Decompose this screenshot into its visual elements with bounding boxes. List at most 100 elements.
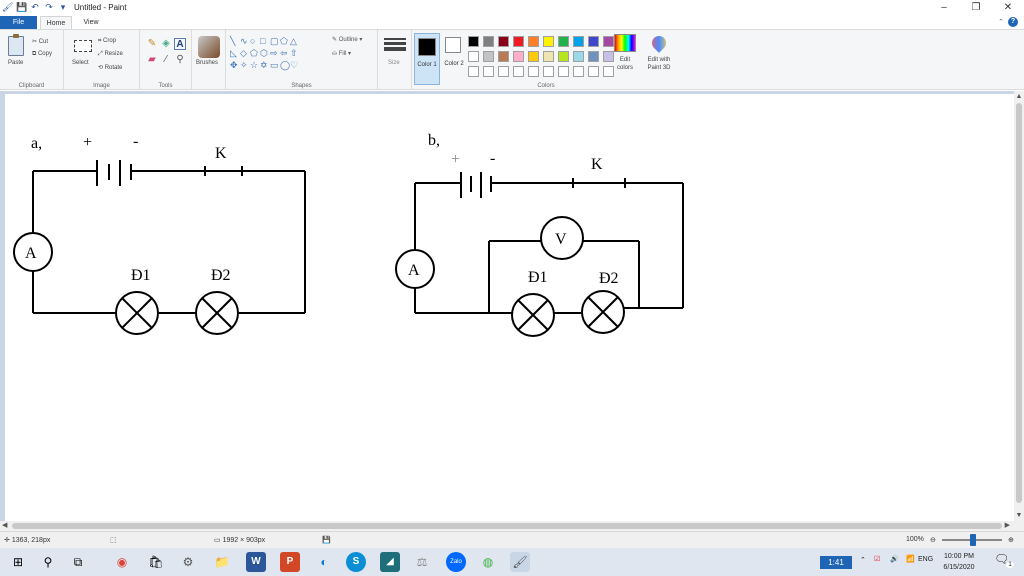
palette-swatch[interactable] (513, 36, 524, 47)
hexagon-shape-icon[interactable]: ⬡ (260, 48, 268, 58)
horizontal-scrollbar[interactable]: ◀ ▶ (0, 521, 1024, 531)
shapes-gallery[interactable]: ╲ ∿ ○ □ ▢ ⬠ △ ◺ ◇ ⬠ ⬡ ⇨ ⇦ ⇧ ✥ ✧ ☆ ✡ ▭ ◯ … (228, 34, 324, 70)
line-shape-icon[interactable]: ╲ (230, 36, 236, 46)
palette-swatch[interactable] (513, 51, 524, 62)
scroll-left-icon[interactable]: ◀ (2, 522, 8, 529)
select-icon[interactable] (74, 40, 92, 52)
copy-button[interactable]: ⧉ Copy (32, 51, 52, 58)
task-view-icon[interactable]: ⧉ (73, 555, 83, 569)
help-icon[interactable]: ? (1008, 17, 1018, 27)
palette-swatch[interactable] (528, 66, 539, 77)
palette-swatch[interactable] (468, 51, 479, 62)
clock[interactable]: 10:00 PM 6/15/2020 (934, 551, 984, 573)
antivirus-icon[interactable]: ☑ (874, 556, 881, 563)
callout-oval-shape-icon[interactable]: ◯ (280, 60, 291, 70)
palette-swatch[interactable] (543, 66, 554, 77)
tab-view[interactable]: View (83, 19, 99, 26)
paint3d-icon[interactable] (649, 33, 669, 53)
palette-swatch[interactable] (483, 66, 494, 77)
rectangle-shape-icon[interactable]: □ (260, 36, 266, 46)
palette-swatch[interactable] (558, 36, 569, 47)
scroll-right-icon[interactable]: ▶ (1004, 522, 1010, 529)
collapse-ribbon-icon[interactable]: ⌃ (998, 19, 1004, 26)
eraser-icon[interactable]: ▰ (148, 54, 156, 65)
scroll-down-icon[interactable]: ▼ (1015, 512, 1023, 519)
palette-swatch[interactable] (498, 51, 509, 62)
palette-swatch[interactable] (528, 36, 539, 47)
triangle-shape-icon[interactable]: △ (290, 36, 297, 46)
rounded-rect-shape-icon[interactable]: ▢ (270, 36, 279, 46)
palette-swatch[interactable] (603, 36, 614, 47)
palette-swatch[interactable] (498, 66, 509, 77)
size-button[interactable]: Size (388, 60, 400, 66)
pentagon-shape-icon[interactable]: ⬠ (250, 48, 258, 58)
edit-colors-icon[interactable] (614, 34, 636, 52)
palette-swatch[interactable] (558, 66, 569, 77)
time-badge[interactable]: 1:41 (820, 556, 852, 569)
palette-swatch[interactable] (483, 51, 494, 62)
undo-icon[interactable]: ↶ (31, 2, 39, 12)
tab-file[interactable]: File (0, 16, 37, 29)
settings-icon[interactable]: ⚙ (182, 555, 194, 569)
language-indicator[interactable]: ENG (918, 556, 934, 563)
oval-shape-icon[interactable]: ○ (250, 36, 256, 46)
paint-taskbar-icon[interactable]: 🖌 (510, 552, 530, 572)
palette-swatch[interactable] (543, 51, 554, 62)
rotate-button[interactable]: ⟲ Rotate (98, 64, 122, 71)
skype-icon[interactable]: S (346, 552, 366, 572)
text-tool-icon[interactable]: A (174, 38, 186, 50)
palette-swatch[interactable] (558, 51, 569, 62)
select-button[interactable]: Select (72, 60, 89, 66)
palette-swatch[interactable] (543, 36, 554, 47)
fill-button[interactable]: ⛀ Fill ▾ (332, 51, 352, 57)
paste-icon[interactable] (8, 34, 24, 56)
palette-swatch[interactable] (513, 66, 524, 77)
right-triangle-shape-icon[interactable]: ◺ (230, 48, 237, 58)
palette-swatch[interactable] (603, 51, 614, 62)
palette-swatch[interactable] (528, 51, 539, 62)
file-explorer-icon[interactable]: 📁 (214, 555, 230, 569)
palette-swatch[interactable] (573, 51, 584, 62)
save-icon[interactable]: 💾 (16, 2, 28, 12)
cut-button[interactable]: ✂ Cut (32, 38, 48, 45)
notifications-icon[interactable]: 🗨 (994, 552, 1010, 566)
zoom-out-icon[interactable]: ⊖ (930, 537, 936, 544)
fill-bucket-icon[interactable]: ◈ (162, 38, 170, 49)
star5-shape-icon[interactable]: ☆ (250, 60, 259, 70)
palette-swatch[interactable] (588, 36, 599, 47)
callout-rect-shape-icon[interactable]: ▭ (270, 60, 279, 70)
network-icon[interactable]: 📶 (906, 556, 915, 563)
edit-colors-button[interactable]: Edit colors (616, 57, 633, 71)
word-icon[interactable]: W (246, 552, 266, 572)
horizontal-scroll-thumb[interactable] (12, 523, 1002, 529)
palette-swatch[interactable] (573, 36, 584, 47)
pencil-icon[interactable]: ✎ (147, 38, 157, 49)
palette-swatch[interactable] (483, 36, 494, 47)
app-icon-teal[interactable]: ◢ (380, 552, 400, 572)
palette-swatch[interactable] (498, 36, 509, 47)
color1-button[interactable]: Color 1 (414, 33, 440, 85)
diamond-shape-icon[interactable]: ◇ (240, 48, 247, 58)
heart-shape-icon[interactable]: ♡ (290, 60, 299, 70)
vertical-scrollbar[interactable]: ▲ ▼ (1014, 91, 1024, 521)
outline-button[interactable]: ✎ Outline ▾ (332, 37, 363, 43)
tab-home[interactable]: Home (40, 16, 72, 29)
customize-qa-icon[interactable]: ▾ (60, 2, 66, 12)
minimize-button[interactable]: – (941, 2, 947, 13)
palette-swatch[interactable] (468, 36, 479, 47)
left-arrow-shape-icon[interactable]: ⇦ (280, 48, 288, 58)
palette-swatch[interactable] (603, 66, 614, 77)
palette-swatch[interactable] (588, 51, 599, 62)
search-icon[interactable]: ⚲ (43, 555, 53, 569)
vertical-scroll-thumb[interactable] (1016, 103, 1022, 503)
drawing-canvas[interactable]: a, + - K A Đ1 Đ2 (5, 94, 1015, 521)
chrome-icon[interactable]: ◉ (116, 555, 128, 569)
volume-icon[interactable]: 🔊 (890, 556, 899, 563)
brushes-icon[interactable] (198, 36, 220, 58)
palette-swatch[interactable] (588, 66, 599, 77)
up-arrow-shape-icon[interactable]: ⇧ (290, 48, 298, 58)
color-picker-icon[interactable]: ⁄ (165, 54, 167, 65)
palette-swatch[interactable] (468, 66, 479, 77)
show-hidden-icons[interactable]: ⌃ (860, 557, 866, 564)
redo-icon[interactable]: ↷ (45, 2, 53, 12)
